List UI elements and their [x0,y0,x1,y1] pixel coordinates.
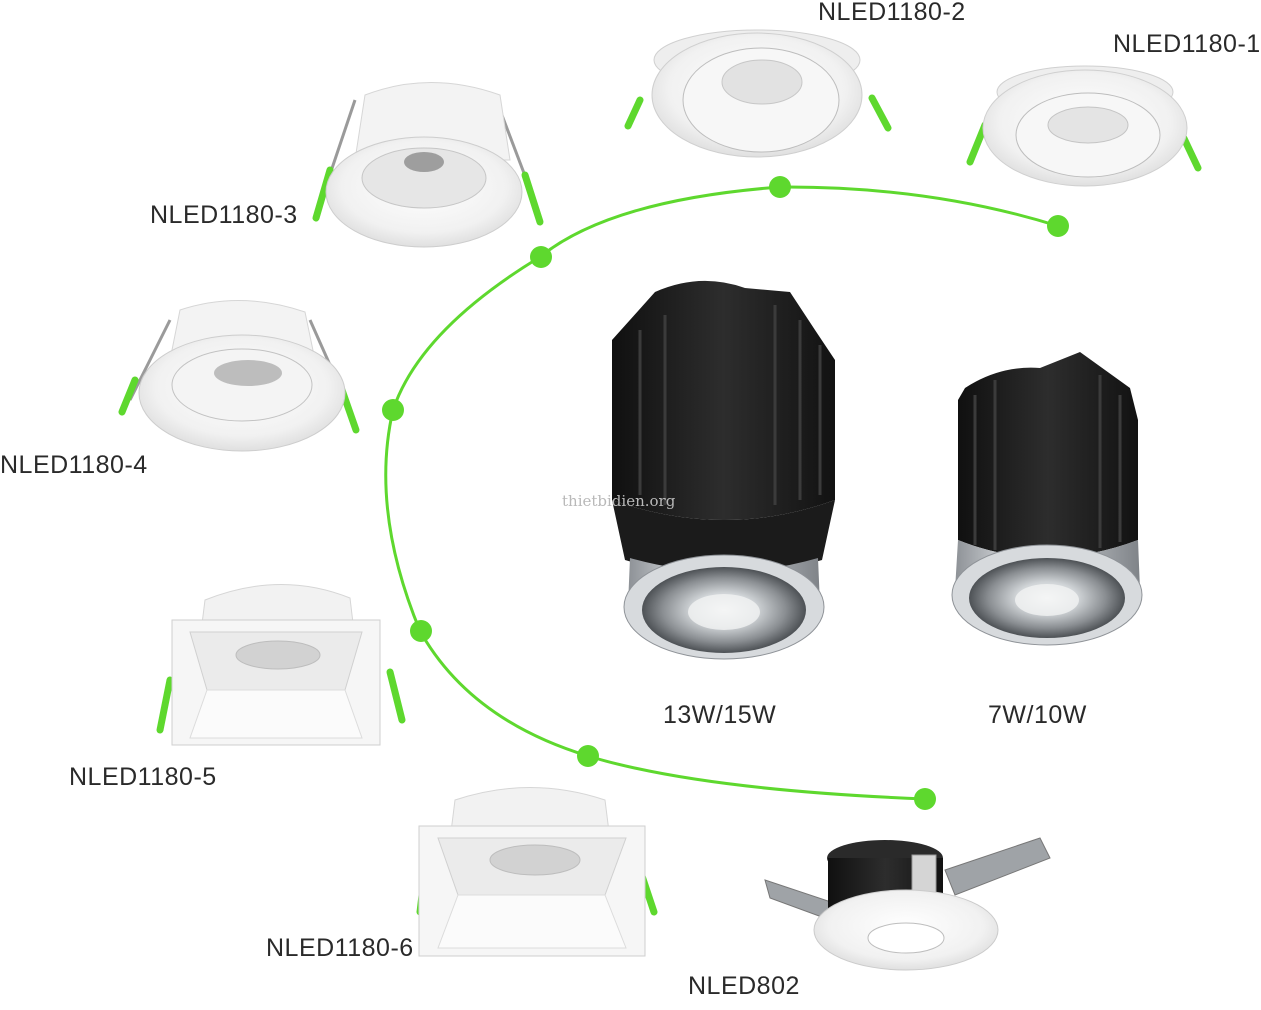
fixture-nled1180-3 [312,82,544,248]
label-nled1180-4: NLED1180-4 [0,451,148,479]
connector-dot [382,399,404,421]
connector-dot [410,620,432,642]
watermark-text: thietbidien.org [562,492,676,510]
label-nled1180-2: NLED1180-2 [818,0,966,26]
label-nled802: NLED802 [688,972,800,1000]
label-nled1180-3: NLED1180-3 [150,201,298,229]
connector-dots [382,176,1069,810]
fixture-nled1180-6 [416,787,658,957]
label-nled1180-1: NLED1180-1 [1113,30,1261,58]
label-power-small: 7W/10W [988,701,1087,729]
fixture-nled1180-4 [118,300,360,452]
fixture-nled1180-5 [156,584,406,746]
led-module-large [612,280,835,660]
connector-dot [1047,215,1069,237]
fixture-nled1180-1 [966,65,1202,187]
fixture-nled802 [764,837,1051,971]
fixture-nled1180-2 [624,29,892,158]
connector-dot [914,788,936,810]
connector-dot [530,246,552,268]
label-nled1180-5: NLED1180-5 [69,763,217,791]
label-nled1180-6: NLED1180-6 [266,934,414,962]
led-module-small [951,352,1143,646]
connector-dot [769,176,791,198]
connector-dot [577,745,599,767]
label-power-large: 13W/15W [663,701,777,729]
